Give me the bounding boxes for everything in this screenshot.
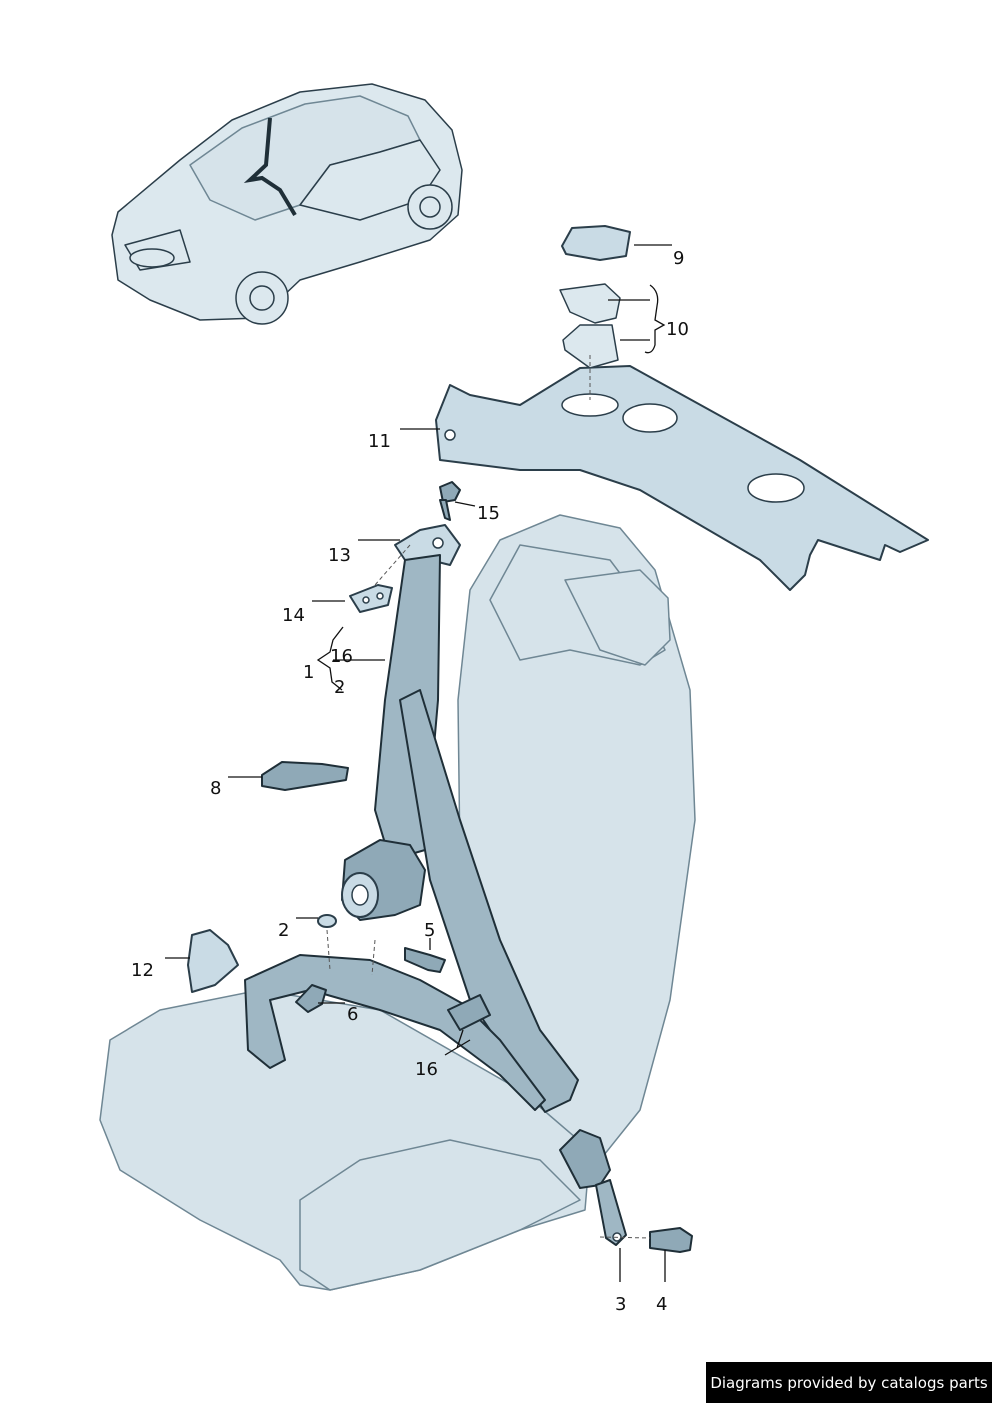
footer-credit-text: Diagrams provided by catalogs parts — [710, 1373, 988, 1392]
callout-1: 1 — [303, 662, 314, 683]
callout-3: 3 — [615, 1294, 626, 1315]
callout-6: 6 — [347, 1004, 358, 1025]
bolt-5 — [404, 947, 446, 973]
cover-cap — [561, 225, 631, 261]
callout-11: 11 — [368, 431, 391, 452]
callout-16-lower: 16 — [415, 1059, 438, 1080]
callout-12: 12 — [131, 960, 154, 981]
callout-9: 9 — [673, 248, 684, 269]
callout-16-upper: 16 — [330, 646, 353, 667]
belt-retractor — [341, 839, 426, 921]
trim-ring-set — [559, 283, 621, 369]
callout-8: 8 — [210, 778, 221, 799]
callout-2-lower: 2 — [278, 920, 289, 941]
car-illustration — [111, 83, 463, 325]
footer-credit-badge: Diagrams provided by catalogs parts — [706, 1362, 992, 1403]
callout-2-upper: 2 — [334, 677, 345, 698]
leader-lines — [165, 244, 672, 1282]
seat-belt-webbing — [244, 554, 579, 1113]
callout-5: 5 — [424, 920, 435, 941]
callout-14: 14 — [282, 605, 305, 626]
bolt-6 — [295, 984, 327, 1013]
trim-panel — [435, 365, 929, 591]
callout-15: 15 — [477, 503, 500, 524]
sensor — [261, 761, 349, 791]
seat — [99, 514, 696, 1291]
small-cap — [317, 914, 337, 928]
callout-13: 13 — [328, 545, 351, 566]
callout-4: 4 — [656, 1294, 667, 1315]
callout-labels: 9 10 11 15 13 14 16 1 2 8 2 5 12 6 16 3 … — [131, 248, 689, 1315]
cover-12 — [187, 929, 239, 993]
callout-10: 10 — [666, 319, 689, 340]
buckle — [559, 1129, 693, 1253]
